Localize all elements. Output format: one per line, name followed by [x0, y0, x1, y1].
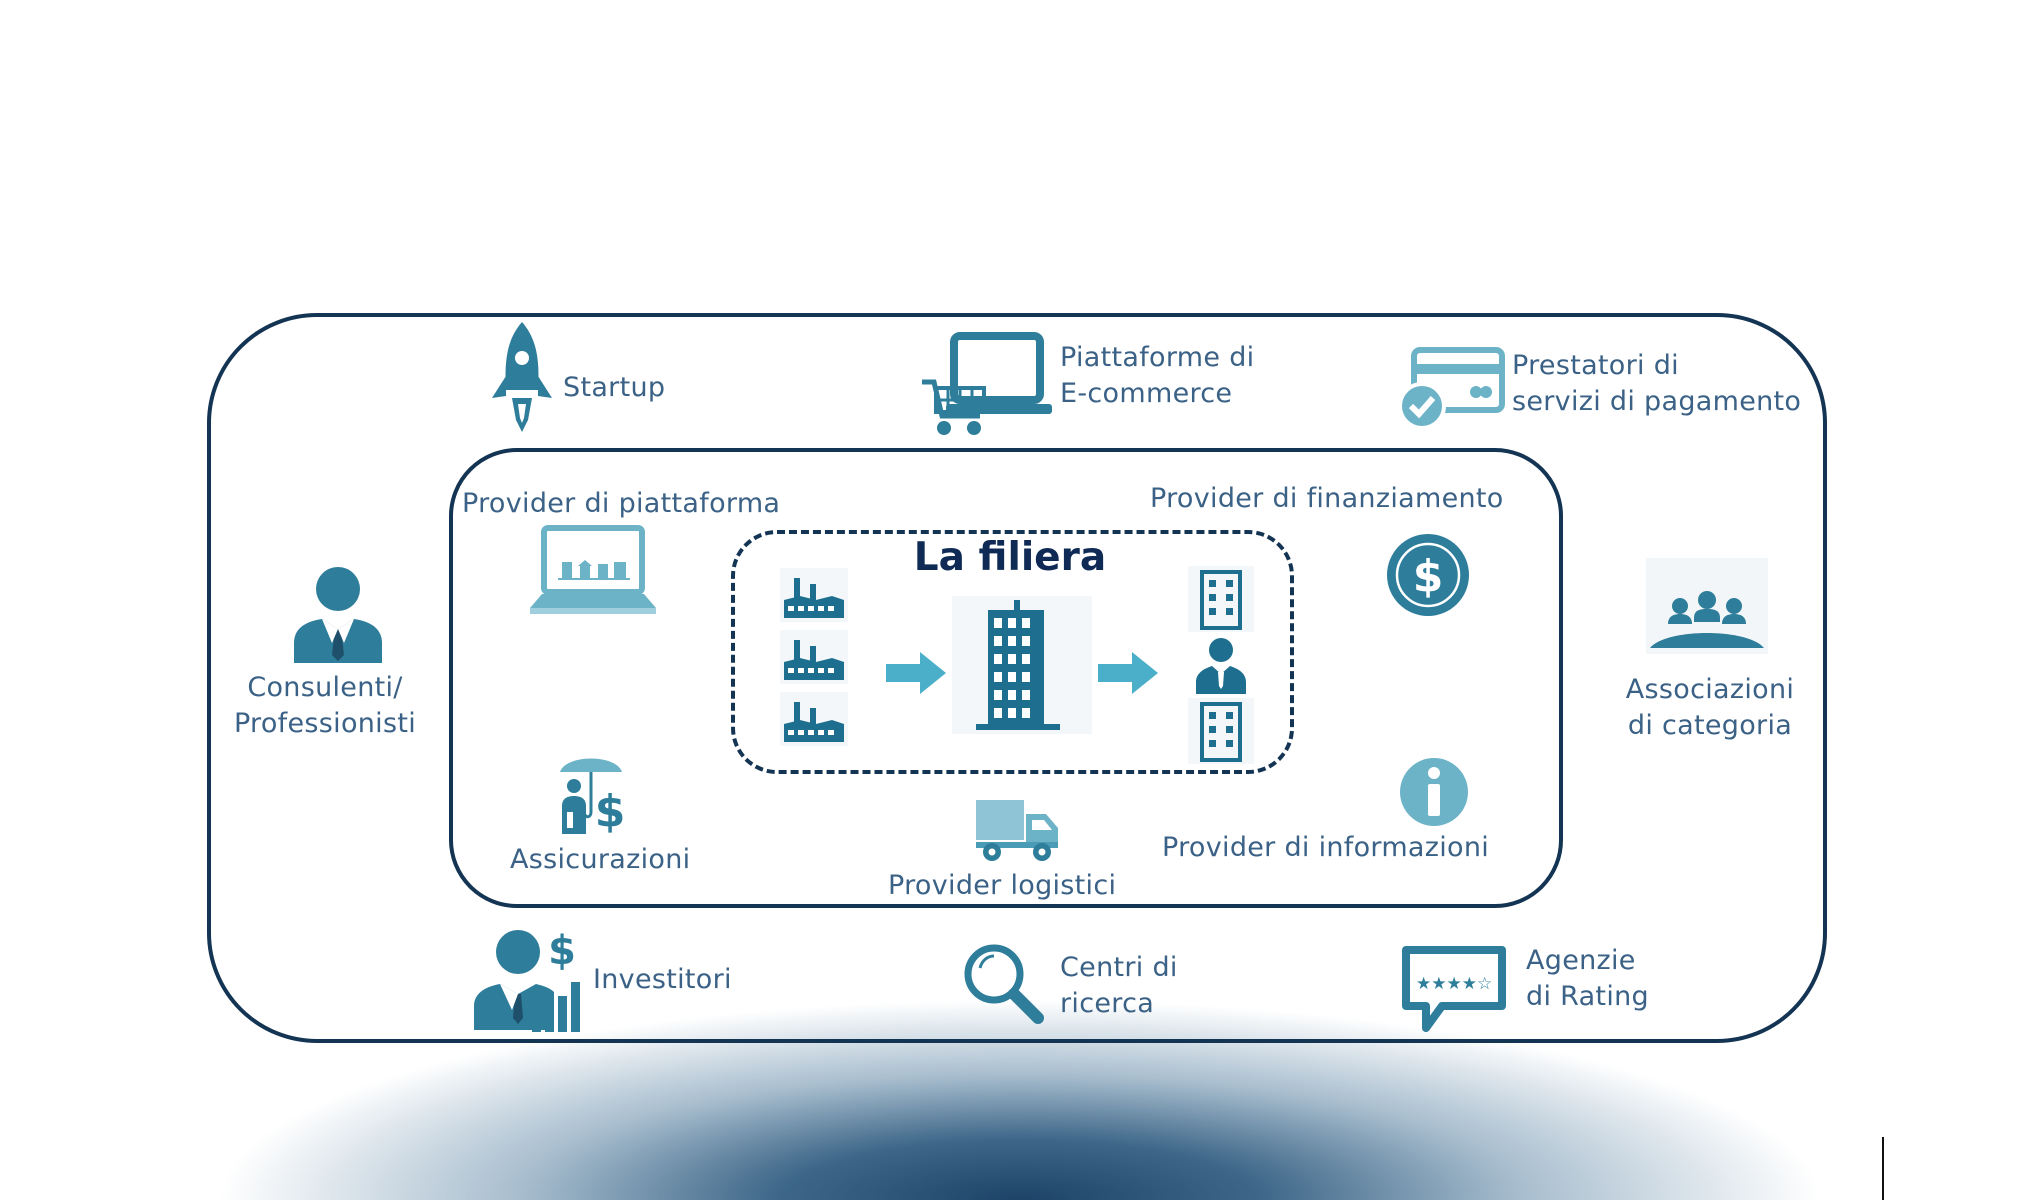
ecosystem-outer-box — [207, 313, 1827, 1043]
label-consultants: Consulenti/Professionisti — [233, 672, 417, 739]
credit-card-check-icon — [1398, 347, 1505, 430]
ecosystem-inner-box — [449, 448, 1563, 908]
arrow-right-icon — [1098, 652, 1158, 694]
label-platform: Provider di piattaforma — [462, 488, 781, 519]
laptop-store-icon — [530, 525, 656, 614]
factory-icon — [780, 568, 848, 622]
bottom-gradient — [220, 1000, 1820, 1200]
svg-text:$: $ — [595, 786, 626, 837]
skyscraper-icon — [952, 596, 1092, 734]
svg-text:$: $ — [1413, 551, 1444, 602]
factory-icon — [780, 692, 848, 746]
svg-text:$: $ — [548, 928, 576, 974]
umbrella-dollar-icon: $ — [560, 758, 626, 837]
label-financing: Provider di finanziamento — [1150, 483, 1504, 514]
label-information: Provider di informazioni — [1162, 832, 1490, 863]
filiera-box — [731, 530, 1294, 774]
dollar-coin-icon: $ — [1387, 534, 1469, 616]
arrow-right-icon — [886, 652, 946, 694]
rocket-icon — [492, 322, 552, 432]
rating-bubble-icon: ★★★★☆ — [1402, 946, 1506, 1032]
investor-chart-icon: $ — [474, 928, 580, 1032]
label-logistics: Provider logistici — [888, 870, 1117, 901]
svg-text:★★★★☆: ★★★★☆ — [1416, 974, 1492, 994]
label-startup: Startup — [563, 372, 666, 403]
office-building-icon — [1188, 698, 1254, 764]
laptop-cart-icon — [922, 332, 1052, 435]
meeting-group-icon — [1646, 558, 1768, 654]
magnifier-icon — [964, 944, 1044, 1024]
info-icon — [1400, 758, 1468, 826]
vertical-line — [1882, 1137, 1884, 1200]
truck-icon — [976, 800, 1058, 861]
filiera-title: La filiera — [913, 535, 1107, 580]
businessman-icon — [294, 567, 382, 663]
factory-icon — [780, 630, 848, 684]
label-investors: Investitori — [593, 964, 732, 995]
person-icon — [1196, 638, 1246, 694]
label-insurance: Assicurazioni — [510, 844, 691, 875]
office-building-icon — [1188, 566, 1254, 632]
